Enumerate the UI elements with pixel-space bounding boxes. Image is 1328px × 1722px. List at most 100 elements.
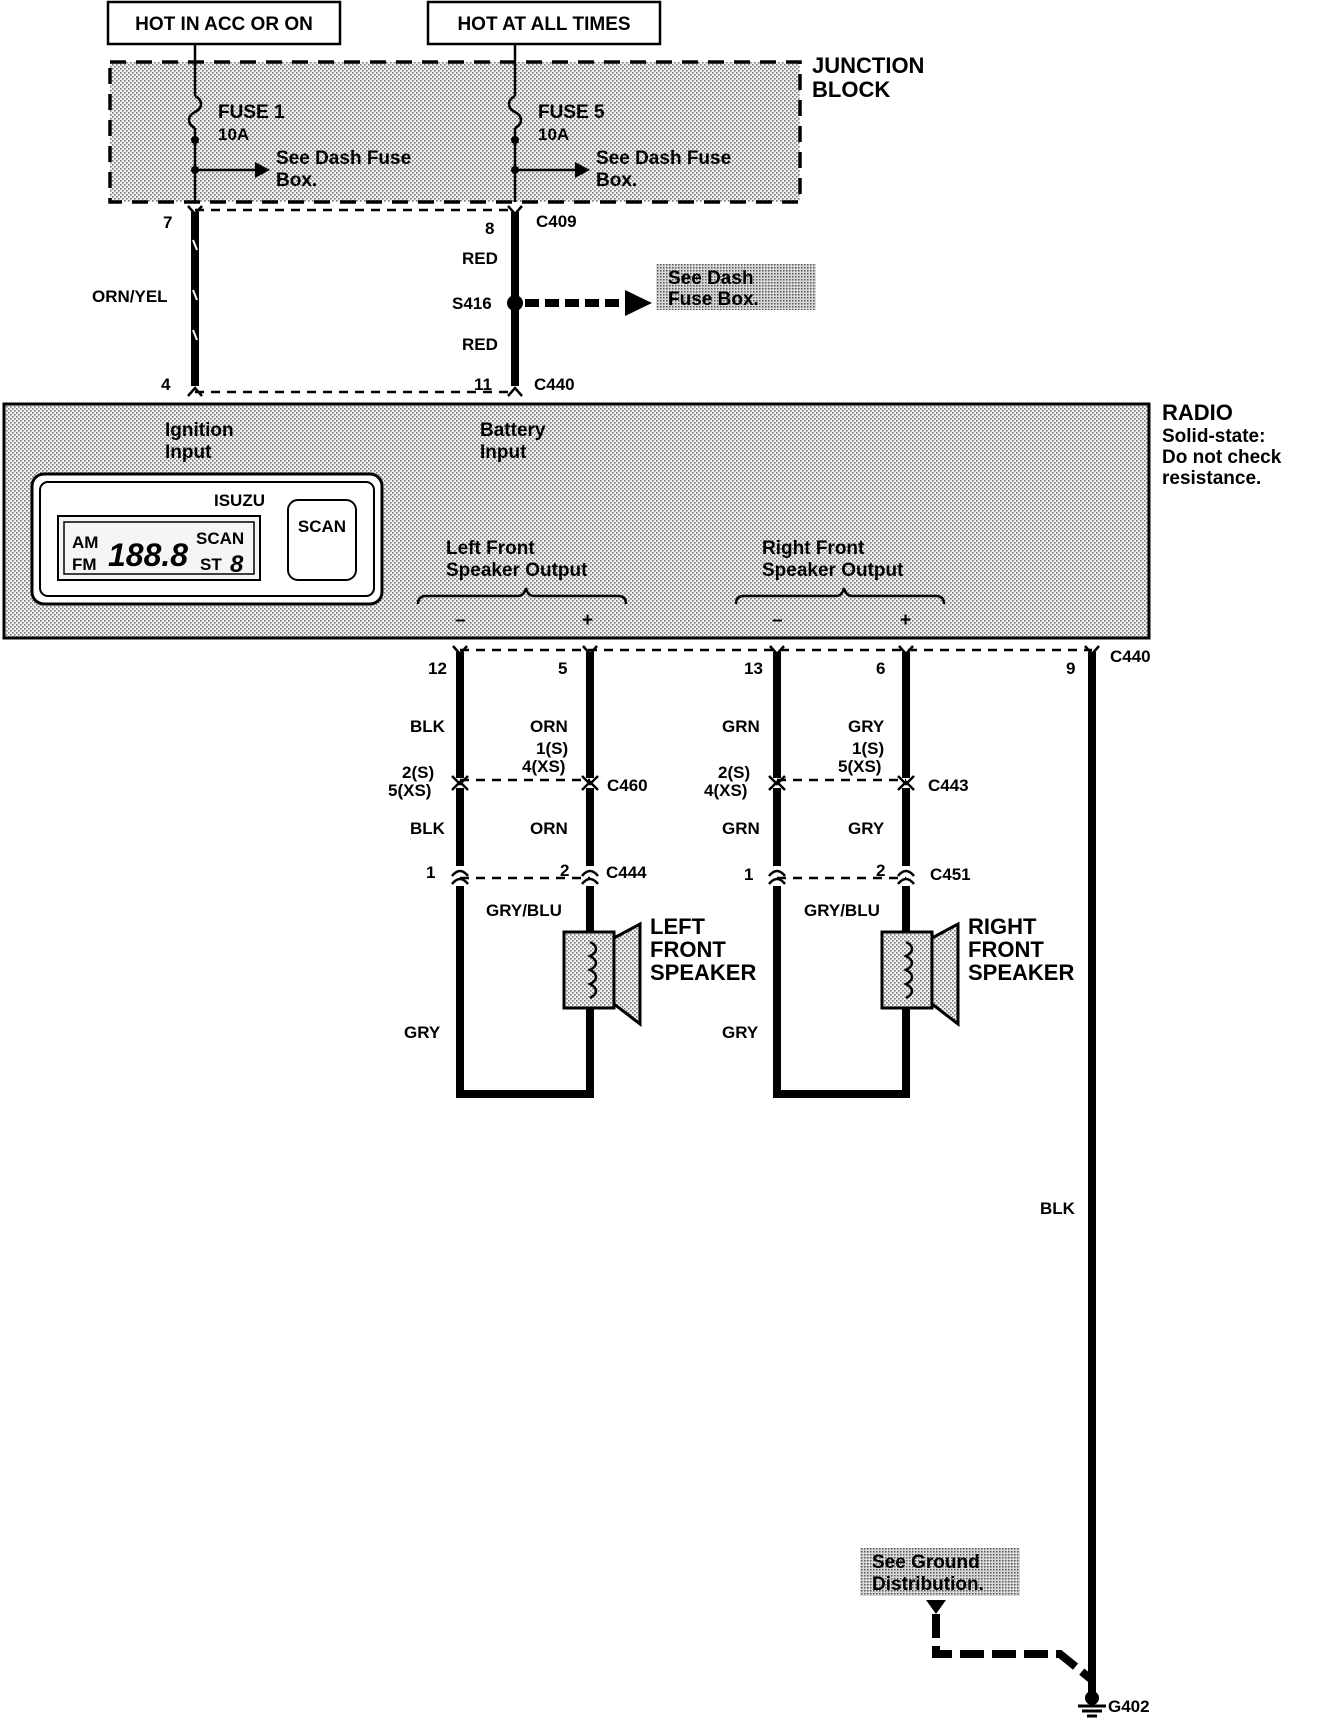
- display-am: AM: [72, 533, 98, 552]
- pin-12: 12: [428, 659, 447, 678]
- see-ground-line-1: See Ground: [872, 1552, 980, 1573]
- radio: RADIO Solid-state: Do not check resistan…: [2, 400, 1282, 640]
- display-frequency: 188.8: [108, 537, 188, 573]
- wire-label-gry: GRY: [848, 717, 885, 736]
- see-dash-note-line-1: See Dash: [668, 268, 754, 289]
- see-ground-line-2: Distribution.: [872, 1574, 984, 1595]
- wire-label-gry-return: GRY: [404, 1023, 441, 1042]
- right-front-speaker: RIGHT FRONT SPEAKER: [880, 914, 1074, 1028]
- pin-4xs-right: 4(XS): [704, 781, 747, 800]
- pin-9: 9: [1066, 659, 1075, 678]
- radio-display: [57, 515, 261, 581]
- wire-label-blk: BLK: [410, 717, 446, 736]
- right-speaker-label-3: SPEAKER: [968, 960, 1074, 985]
- speaker-icon: [930, 921, 960, 1028]
- arrow-down-icon: [926, 1600, 946, 1614]
- header-hot-at-all-times: HOT AT ALL TIMES: [426, 0, 662, 46]
- see-dash-note-line-2: Fuse Box.: [668, 289, 759, 310]
- splice-s416-label: S416: [452, 294, 492, 313]
- fuse-1-note: See Dash Fuse: [276, 148, 411, 169]
- hot-in-acc-label: HOT IN ACC OR ON: [135, 14, 313, 35]
- pin-2-c451: 2: [876, 861, 885, 880]
- splice-s416: [507, 295, 523, 311]
- radio-note-line-1: Solid-state:: [1162, 426, 1265, 447]
- see-dash-fuse-box-note: [656, 264, 816, 310]
- ground-g402-label: G402: [1108, 1697, 1150, 1716]
- wire-label-gry-return-2: GRY: [722, 1023, 759, 1042]
- pin-2-c444: 2: [560, 861, 569, 880]
- radio-note-line-2: Do not check: [1162, 447, 1282, 468]
- pin-5: 5: [558, 659, 567, 678]
- connector-c443: C443: [928, 776, 969, 795]
- fuse-1-label: FUSE 1: [218, 102, 285, 123]
- pin-1-c451: 1: [744, 865, 753, 884]
- fuse-5-rating: 10A: [538, 125, 569, 144]
- display-st-digit: 8: [230, 551, 244, 578]
- ignition-input-label-2: Input: [165, 442, 212, 463]
- left-front-output-label-2: Speaker Output: [446, 560, 588, 581]
- pin-1-c444: 1: [426, 863, 435, 882]
- hot-at-all-times-label: HOT AT ALL TIMES: [457, 14, 630, 35]
- left-speaker-label: LEFT: [650, 914, 706, 939]
- connector-c460: C460: [607, 776, 648, 795]
- pin-7: 7: [163, 213, 172, 232]
- battery-input-label: Battery: [480, 420, 546, 441]
- display-st: ST: [200, 555, 222, 574]
- pin-5xs-right: 5(XS): [838, 757, 881, 776]
- fuse-5-note-2: Box.: [596, 170, 637, 191]
- wire-label-orn: ORN: [530, 717, 568, 736]
- junction-block: JUNCTION BLOCK FUSE 1 10A See Dash Fuse …: [108, 53, 924, 204]
- radio-brand: ISUZU: [214, 491, 265, 510]
- pin-5xs: 5(XS): [388, 781, 431, 800]
- right-plus: +: [900, 610, 911, 631]
- pin-4: 4: [161, 375, 171, 394]
- pin-2s-right: 2(S): [718, 763, 750, 782]
- wire-label-grn: GRN: [722, 717, 760, 736]
- battery-input-label-2: Input: [480, 442, 527, 463]
- connector-c440-bottom: C440: [1110, 647, 1151, 666]
- left-minus: –: [455, 610, 466, 631]
- fuse-1-note-2: Box.: [276, 170, 317, 191]
- pin-1s-right: 1(S): [852, 739, 884, 758]
- left-plus: +: [582, 610, 593, 631]
- fuse-5: FUSE 5 10A See Dash Fuse Box.: [507, 62, 731, 202]
- pin-4xs: 4(XS): [522, 757, 565, 776]
- wire-label-gry-blu: GRY/BLU: [486, 901, 562, 920]
- right-speaker-label-2: FRONT: [968, 937, 1044, 962]
- wire-label-orn-2: ORN: [530, 819, 568, 838]
- wire-label-gry-blu-2: GRY/BLU: [804, 901, 880, 920]
- fuse-1-symbol: [187, 94, 203, 130]
- left-front-speaker: LEFT FRONT SPEAKER: [562, 914, 756, 1028]
- fuse-1-rating: 10A: [218, 125, 249, 144]
- wire-label-blk-ground: BLK: [1040, 1199, 1076, 1218]
- wire-label-red-2: RED: [462, 335, 498, 354]
- arrow-right-icon: [255, 162, 270, 178]
- see-ground-distribution-note: [860, 1548, 1020, 1596]
- arrow-right-icon: [625, 290, 652, 316]
- lower-wiring: 12 5 13 6 9 C440 BLK ORN GRN GRY 1(S) 4(…: [388, 645, 1151, 1718]
- connector-c451: C451: [930, 865, 971, 884]
- radio-title: RADIO: [1162, 400, 1233, 425]
- left-output-brace: [416, 587, 628, 605]
- right-front-output-label: Right Front: [762, 538, 865, 559]
- fuse-5-label: FUSE 5: [538, 102, 605, 123]
- upper-wiring: 7 8 C409 ORN/YEL RED RED S416 See Dash F…: [92, 205, 816, 397]
- wire-label-gry-2: GRY: [848, 819, 885, 838]
- connector-c409: C409: [536, 212, 577, 231]
- left-front-output-label: Left Front: [446, 538, 535, 559]
- right-speaker-label: RIGHT: [968, 914, 1037, 939]
- pin-1s: 1(S): [536, 739, 568, 758]
- scan-button-label: SCAN: [298, 517, 346, 536]
- fuse-1: FUSE 1 10A See Dash Fuse Box.: [187, 62, 411, 202]
- pin-11: 11: [474, 375, 492, 394]
- right-front-output-label-2: Speaker Output: [762, 560, 904, 581]
- ignition-input-label: Ignition: [165, 420, 234, 441]
- connector-c444: C444: [606, 863, 647, 882]
- scan-button[interactable]: [287, 499, 357, 581]
- arrow-right-icon: [575, 162, 590, 178]
- wire-label-red: RED: [462, 249, 498, 268]
- right-minus: –: [772, 610, 783, 631]
- junction-block-title: JUNCTION: [812, 53, 924, 78]
- display-scan: SCAN: [196, 529, 244, 548]
- fuse-5-note: See Dash Fuse: [596, 148, 731, 169]
